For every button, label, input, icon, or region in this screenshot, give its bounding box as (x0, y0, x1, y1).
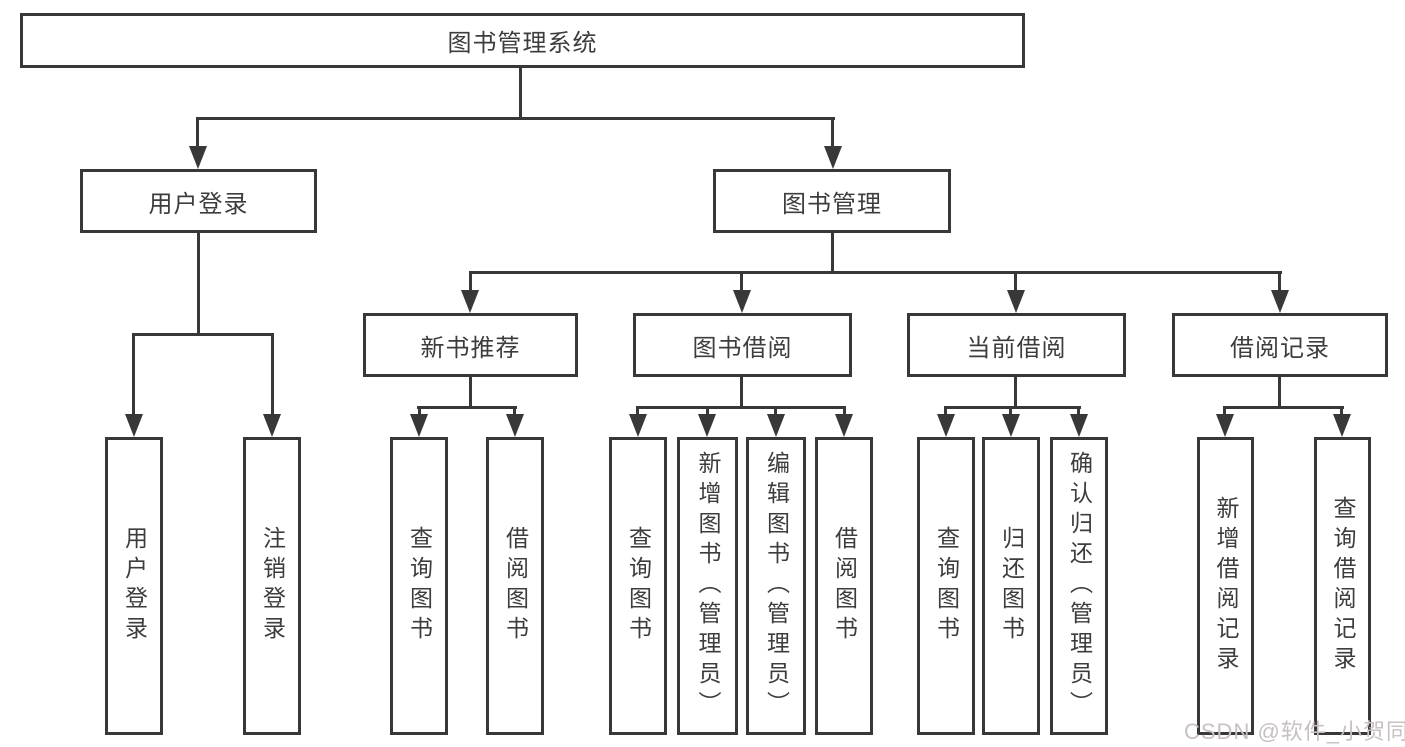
connector-line (132, 333, 135, 416)
connector-line (1278, 271, 1281, 292)
connector-line (417, 406, 517, 409)
connector-line (636, 406, 639, 416)
connector-line (132, 333, 274, 336)
connector-line (774, 406, 777, 416)
connector-line (418, 406, 421, 416)
arrow-down-icon (1333, 414, 1351, 437)
node-borrowing-records: 借阅记录 (1172, 313, 1388, 377)
leaf-return-books: 归还图书 (982, 437, 1040, 735)
arrow-down-icon (1271, 290, 1289, 313)
leaf-edit-book-admin-label: 编辑图书（管理员） (763, 451, 790, 721)
connector-line (1278, 377, 1281, 408)
connector-line (1223, 406, 1344, 409)
leaf-return-books-label: 归还图书 (998, 526, 1025, 646)
connector-line (469, 271, 1282, 274)
arrow-down-icon (1070, 414, 1088, 437)
leaf-borrow-books-borrowing: 借阅图书 (815, 437, 873, 735)
arrow-down-icon (263, 414, 281, 437)
node-book-management-label: 图书管理 (782, 190, 882, 218)
connector-line (740, 377, 743, 408)
connector-line (197, 233, 200, 336)
leaf-add-book-admin: 新增图书（管理员） (677, 437, 738, 735)
connector-line (831, 117, 834, 147)
leaf-borrow-books-recommend: 借阅图书 (486, 437, 544, 735)
leaf-confirm-return-admin-label: 确认归还（管理员） (1066, 451, 1093, 721)
leaf-add-borrow-record-label: 新增借阅记录 (1213, 496, 1239, 676)
leaf-user-login-label: 用户登录 (121, 526, 148, 646)
arrow-down-icon (733, 290, 751, 313)
arrow-down-icon (698, 414, 716, 437)
leaf-add-borrow-record: 新增借阅记录 (1197, 437, 1254, 735)
arrow-down-icon (629, 414, 647, 437)
leaf-logout: 注销登录 (243, 437, 301, 735)
node-user-login: 用户登录 (80, 169, 317, 233)
arrow-down-icon (824, 146, 842, 169)
node-new-book-recommend: 新书推荐 (363, 313, 578, 377)
connector-line (1223, 406, 1226, 416)
node-root-label: 图书管理系统 (447, 30, 598, 57)
leaf-user-login: 用户登录 (105, 437, 163, 735)
connector-line (843, 406, 846, 416)
node-book-management: 图书管理 (713, 169, 951, 233)
connector-line (513, 406, 516, 416)
csdn-watermark: CSDN @软件_小贺同学 (1184, 719, 1405, 744)
node-user-login-label: 用户登录 (148, 190, 249, 218)
leaf-query-borrow-record-label: 查询借阅记录 (1330, 496, 1356, 676)
leaf-query-books-recommend-label: 查询图书 (406, 526, 433, 646)
node-book-borrowing-label: 图书借阅 (692, 334, 793, 362)
connector-line (1014, 377, 1017, 408)
connector-line (636, 406, 846, 409)
leaf-query-books-borrowing: 查询图书 (609, 437, 667, 735)
node-borrowing-records-label: 借阅记录 (1230, 334, 1330, 362)
connector-line (469, 271, 472, 292)
connector-line (706, 406, 709, 416)
leaf-query-books-borrowing-label: 查询图书 (625, 526, 652, 646)
leaf-add-book-admin-label: 新增图书（管理员） (695, 451, 721, 721)
connector-line (1077, 406, 1080, 416)
connector-line (196, 117, 199, 147)
leaf-query-books-recommend: 查询图书 (390, 437, 448, 735)
arrow-down-icon (767, 414, 785, 437)
connector-line (1014, 271, 1017, 292)
arrow-down-icon (1002, 414, 1020, 437)
leaf-query-books-current: 查询图书 (917, 437, 975, 735)
arrow-down-icon (189, 146, 207, 169)
arrow-down-icon (1007, 290, 1025, 313)
arrow-down-icon (1216, 414, 1234, 437)
connector-line (740, 271, 743, 292)
arrow-down-icon (461, 290, 479, 313)
node-new-book-recommend-label: 新书推荐 (420, 334, 521, 362)
node-current-borrowing: 当前借阅 (907, 313, 1126, 377)
arrow-down-icon (835, 414, 853, 437)
leaf-query-books-current-label: 查询图书 (933, 526, 960, 646)
leaf-confirm-return-admin: 确认归还（管理员） (1050, 437, 1108, 735)
connector-line (519, 68, 522, 120)
arrow-down-icon (937, 414, 955, 437)
connector-line (1009, 406, 1012, 416)
arrow-down-icon (506, 414, 524, 437)
connector-line (271, 333, 274, 416)
leaf-borrow-books-borrowing-label: 借阅图书 (831, 526, 858, 646)
connector-line (831, 233, 834, 274)
connector-line (469, 377, 472, 408)
connector-line (196, 117, 835, 120)
leaf-query-borrow-record: 查询借阅记录 (1314, 437, 1371, 735)
connector-line (945, 406, 1081, 409)
leaf-logout-label: 注销登录 (259, 526, 286, 646)
connector-line (1340, 406, 1343, 416)
node-book-borrowing: 图书借阅 (633, 313, 852, 377)
arrow-down-icon (125, 414, 143, 437)
node-root: 图书管理系统 (20, 13, 1025, 68)
leaf-borrow-books-recommend-label: 借阅图书 (502, 526, 529, 646)
leaf-edit-book-admin: 编辑图书（管理员） (746, 437, 806, 735)
connector-line (944, 406, 947, 416)
node-current-borrowing-label: 当前借阅 (966, 334, 1067, 362)
arrow-down-icon (410, 414, 428, 437)
